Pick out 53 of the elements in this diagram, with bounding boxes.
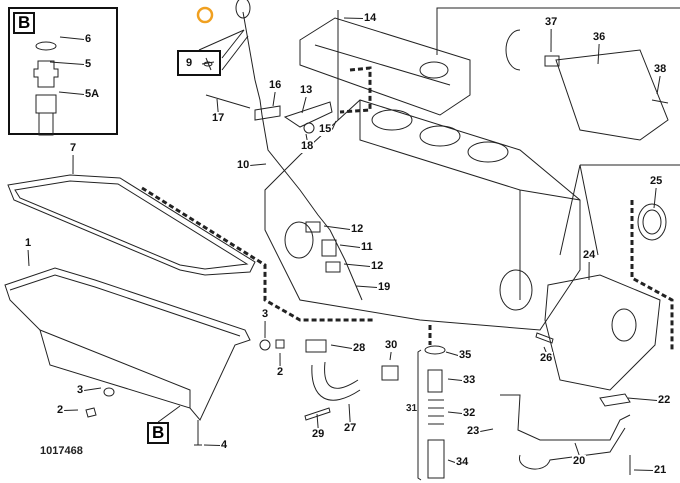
leader-line [550,28,552,52]
drawing-number: 1017468 [40,445,83,457]
leader-line [84,388,102,391]
leader-line [250,164,266,166]
leader-line [634,470,654,471]
leader-line [264,320,266,338]
leader-line [324,226,350,230]
leader-line [204,444,220,446]
callout-number: 16 [268,79,282,92]
callout-number: 30 [384,339,398,352]
leader-line [50,62,84,65]
leader-line [628,398,658,401]
leader-line [588,262,590,280]
leader-line [480,428,494,432]
leader-line [448,412,462,414]
callout-number: 38 [653,63,668,76]
callout-number: 31 [406,403,418,414]
leader-line [340,244,360,248]
leader-line [316,414,319,428]
leader-line [64,410,78,411]
leader-line [654,188,657,208]
callout-number: 18 [300,140,314,153]
view-label: B [147,422,170,444]
leader-line [446,352,458,356]
callout-number: 13 [299,84,314,97]
callout-number: 15 [318,123,332,136]
leader-line [448,378,462,381]
leader-line [272,92,276,106]
leader-line [390,352,392,360]
leader-line [344,18,364,19]
leader-line [344,264,370,267]
leader-line [198,30,244,50]
view-label: B [13,12,36,34]
detail-inset-frame [8,7,118,135]
leader-line [544,346,547,352]
leader-line [330,344,352,349]
leader-line [348,404,351,422]
leader-line [574,442,580,456]
leader-line [58,92,84,95]
detail-callout-box [177,50,221,76]
leader-line [598,44,600,64]
leader-line [158,406,180,422]
leader-line [306,134,308,140]
leader-line [332,120,336,130]
leader-line [656,76,661,94]
leader-line [302,96,307,114]
leader-line [280,352,281,366]
leader-line [448,460,456,463]
leader-line [28,250,30,266]
leader-line [356,286,378,288]
leader-line [60,36,84,40]
leader-line [72,154,74,174]
leader-line [216,98,219,112]
